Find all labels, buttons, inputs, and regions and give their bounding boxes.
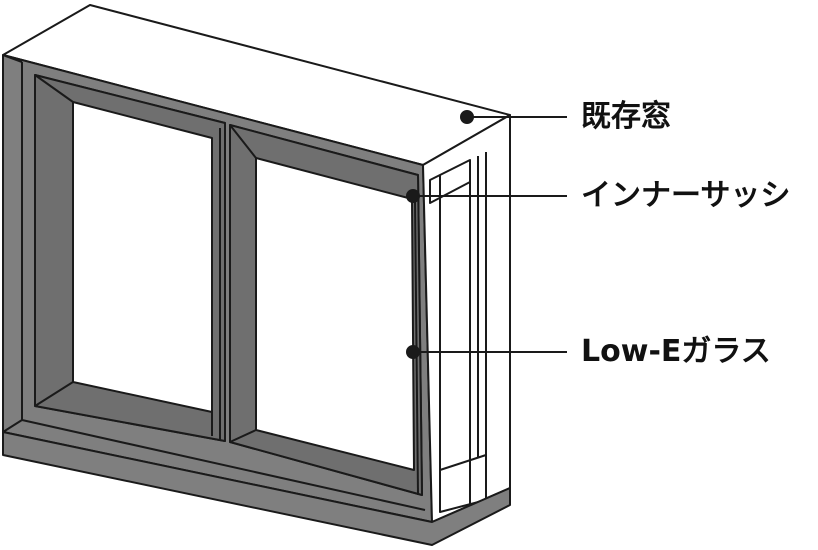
callout-dot-existing-window — [460, 110, 474, 124]
callout-dot-low-e-glass — [406, 345, 420, 359]
callout-dot-inner-sash — [406, 189, 420, 203]
label-low-e-glass: Low-Eガラス — [581, 334, 771, 369]
label-inner-sash: インナーサッシ — [581, 178, 791, 213]
label-existing-window: 既存窓 — [581, 99, 671, 134]
existing-window-sill — [2, 431, 511, 546]
left-glass-pane — [72, 101, 213, 413]
right-glass-pane — [255, 157, 415, 471]
